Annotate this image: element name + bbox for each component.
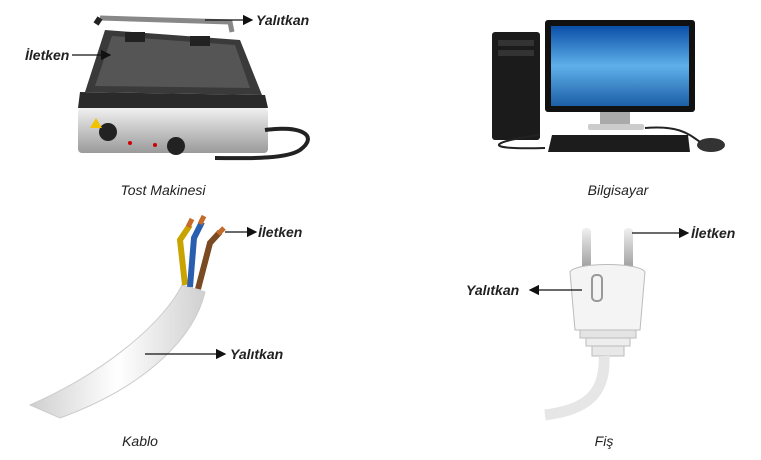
computer-illustration xyxy=(492,20,725,152)
plug-illustration xyxy=(528,227,690,421)
cable-insulator-label: Yalıtkan xyxy=(230,346,284,362)
cable-caption: Kablo xyxy=(122,433,158,449)
computer-caption: Bilgisayar xyxy=(587,182,649,198)
toaster-insulator-label: Yalıtkan xyxy=(256,12,310,28)
plug-insulator-label: Yalıtkan xyxy=(466,282,520,298)
cable-illustration xyxy=(28,214,258,419)
cable-conductor-label: İletken xyxy=(258,224,303,240)
toaster-caption: Tost Makinesi xyxy=(120,182,206,198)
plug-conductor-label: İletken xyxy=(691,225,736,241)
toaster-illustration xyxy=(72,14,310,161)
toaster-conductor-label: İletken xyxy=(25,47,70,63)
plug-caption: Fiş xyxy=(594,433,614,449)
